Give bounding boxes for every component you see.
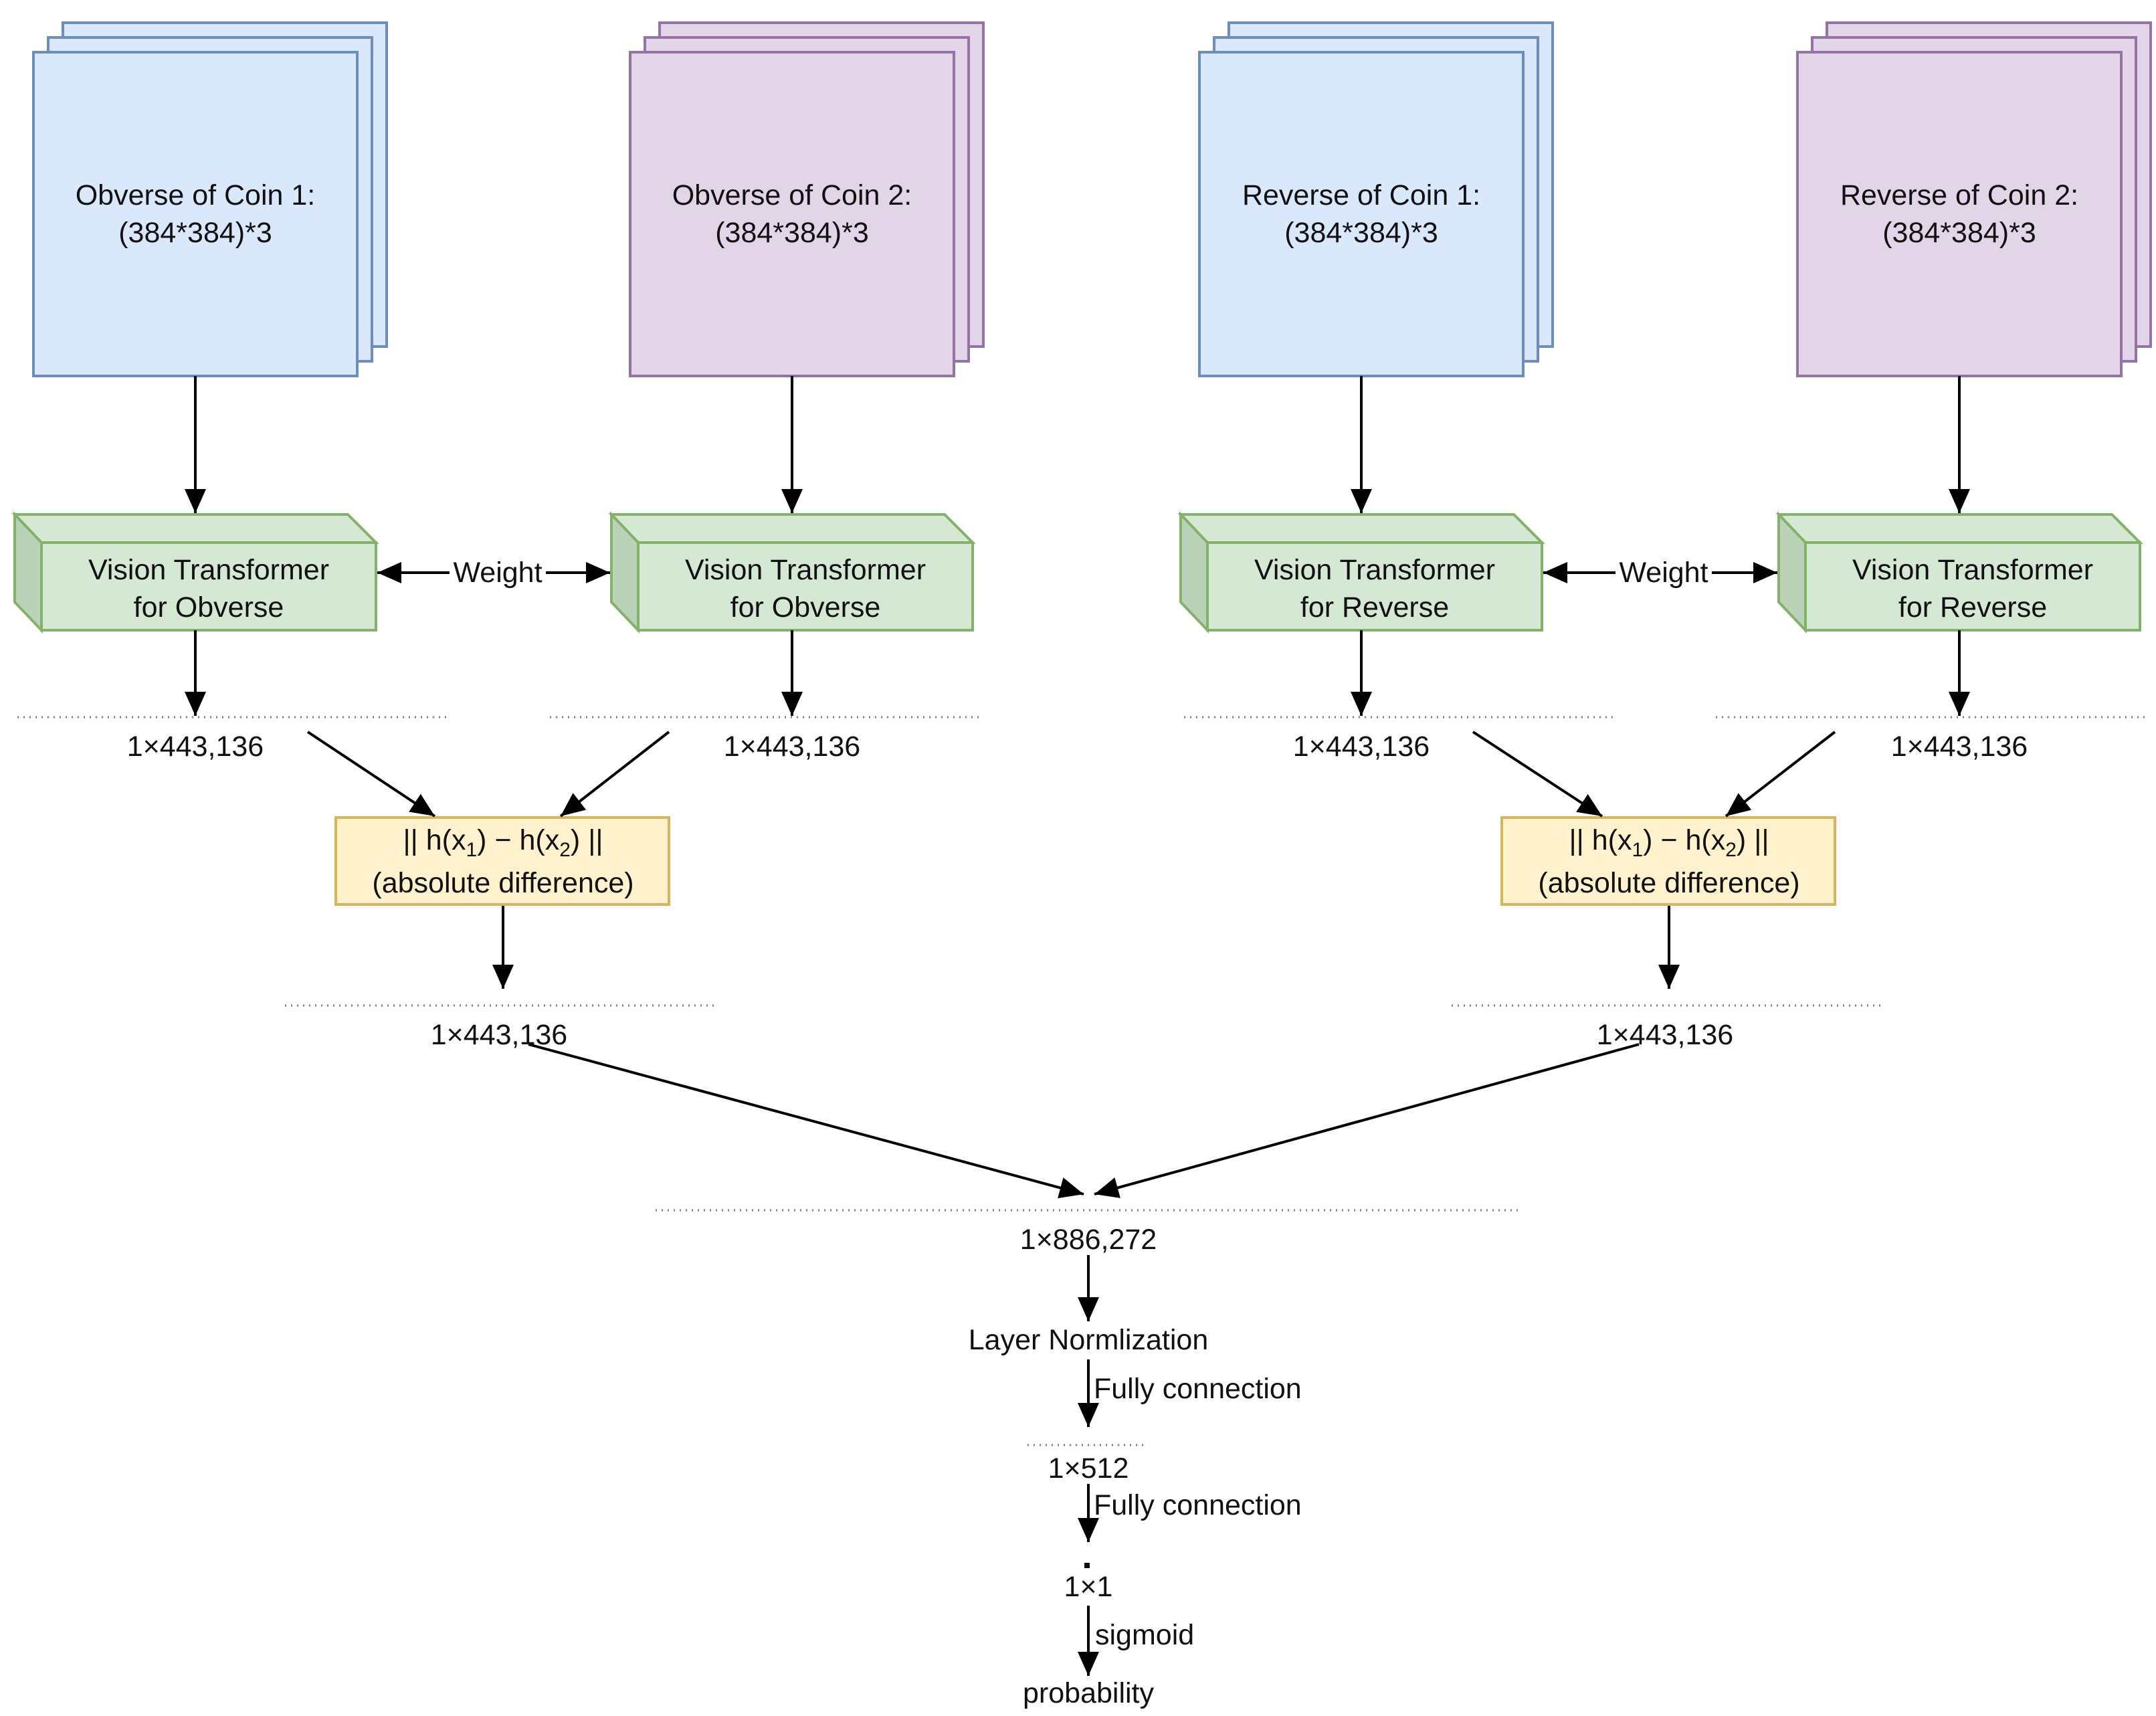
encoder-front-face — [1206, 541, 1543, 632]
encoder-subtitle: for Obverse — [134, 591, 284, 624]
input-title: Obverse of Coin 1: — [76, 179, 316, 211]
image-channel-layer — [1198, 51, 1525, 377]
fc1-label: Fully connection — [1094, 1373, 1302, 1405]
difference-formula: || h(x1) − h(x2) || — [1569, 824, 1769, 861]
input-stack-1 — [32, 21, 388, 377]
vit-encoder-1 — [11, 511, 379, 634]
layer-norm-label: Layer Normlization — [969, 1324, 1208, 1356]
encoder-top-face — [1177, 513, 1545, 544]
input-title: Obverse of Coin 2: — [672, 179, 912, 211]
difference-formula: || h(x1) − h(x2) || — [403, 824, 603, 861]
encoder-subtitle: for Reverse — [1300, 591, 1449, 624]
output-label: probability — [1023, 1677, 1154, 1709]
feature-dimension-label: 1×443,136 — [1891, 731, 2028, 763]
encoder-title: Vision Transformer — [1852, 554, 2093, 586]
input-shape: (384*384)*3 — [1284, 217, 1438, 249]
diff-dimension-label: 1×443,136 — [1597, 1019, 1733, 1051]
formula-subscript: 1 — [1632, 839, 1643, 861]
encoder-front-face — [1804, 541, 2141, 632]
input-shape: (384*384)*3 — [1882, 217, 2036, 249]
feature-to-diff-arrow — [559, 731, 670, 818]
concat-dimension-label: 1×886,272 — [1020, 1224, 1157, 1256]
input-title: Reverse of Coin 1: — [1242, 179, 1480, 211]
encoder-title: Vision Transformer — [88, 554, 329, 586]
encoder-front-face — [637, 541, 974, 632]
weight-sharing-label: Weight — [1619, 557, 1708, 589]
encoder-front-face — [40, 541, 377, 632]
diff-dimension-label: 1×443,136 — [431, 1019, 567, 1051]
formula-subscript: 1 — [466, 839, 477, 861]
feature-to-diff-arrow — [306, 731, 436, 818]
formula-subscript: 2 — [559, 839, 571, 861]
encoder-top-face — [1775, 513, 2143, 544]
fc1-dimension-label: 1×512 — [1048, 1452, 1129, 1485]
formula-part: ) || — [1737, 824, 1769, 856]
feature-dimension-label: 1×443,136 — [127, 731, 264, 763]
input-title: Reverse of Coin 2: — [1840, 179, 2078, 211]
formula-part: ) || — [571, 824, 603, 856]
image-channel-layer — [629, 51, 955, 377]
formula-part: || h(x — [403, 824, 466, 856]
difference-caption: (absolute difference) — [372, 867, 633, 899]
feature-dimension-label: 1×443,136 — [724, 731, 860, 763]
fc2-label: Fully connection — [1094, 1489, 1302, 1521]
difference-box — [334, 816, 670, 906]
input-shape: (384*384)*3 — [715, 217, 869, 249]
concat-arrow-left — [528, 1043, 1084, 1199]
formula-subscript: 2 — [1725, 839, 1737, 861]
abs-difference-block-1 — [334, 816, 670, 906]
encoder-title: Vision Transformer — [1254, 554, 1495, 586]
vit-encoder-4 — [1775, 511, 2143, 634]
scalar-node — [1084, 1563, 1090, 1568]
encoder-top-face — [608, 513, 976, 544]
input-stack-2 — [629, 21, 985, 377]
abs-difference-block-2 — [1500, 816, 1836, 906]
difference-box — [1500, 816, 1836, 906]
encoder-subtitle: for Reverse — [1898, 591, 2047, 624]
difference-caption: (absolute difference) — [1538, 867, 1799, 899]
formula-part: ) − h(x — [477, 824, 560, 856]
feature-to-diff-arrow — [1472, 731, 1603, 818]
vit-encoder-2 — [608, 511, 976, 634]
vit-encoder-3 — [1177, 511, 1545, 634]
encoder-top-face — [11, 513, 379, 544]
encoder-subtitle: for Obverse — [730, 591, 881, 624]
concat-arrow-right — [1094, 1043, 1640, 1198]
image-channel-layer — [1796, 51, 2123, 377]
feature-to-diff-arrow — [1725, 731, 1836, 818]
feature-dimension-label: 1×443,136 — [1293, 731, 1430, 763]
image-channel-layer — [32, 51, 359, 377]
weight-sharing-label: Weight — [453, 557, 542, 589]
formula-part: || h(x — [1569, 824, 1632, 856]
formula-part: ) − h(x — [1643, 824, 1726, 856]
encoder-title: Vision Transformer — [685, 554, 926, 586]
sigmoid-label: sigmoid — [1095, 1619, 1194, 1651]
input-stack-4 — [1796, 21, 2152, 377]
fc2-dimension-label: 1×1 — [1064, 1571, 1113, 1603]
input-shape: (384*384)*3 — [118, 217, 272, 249]
